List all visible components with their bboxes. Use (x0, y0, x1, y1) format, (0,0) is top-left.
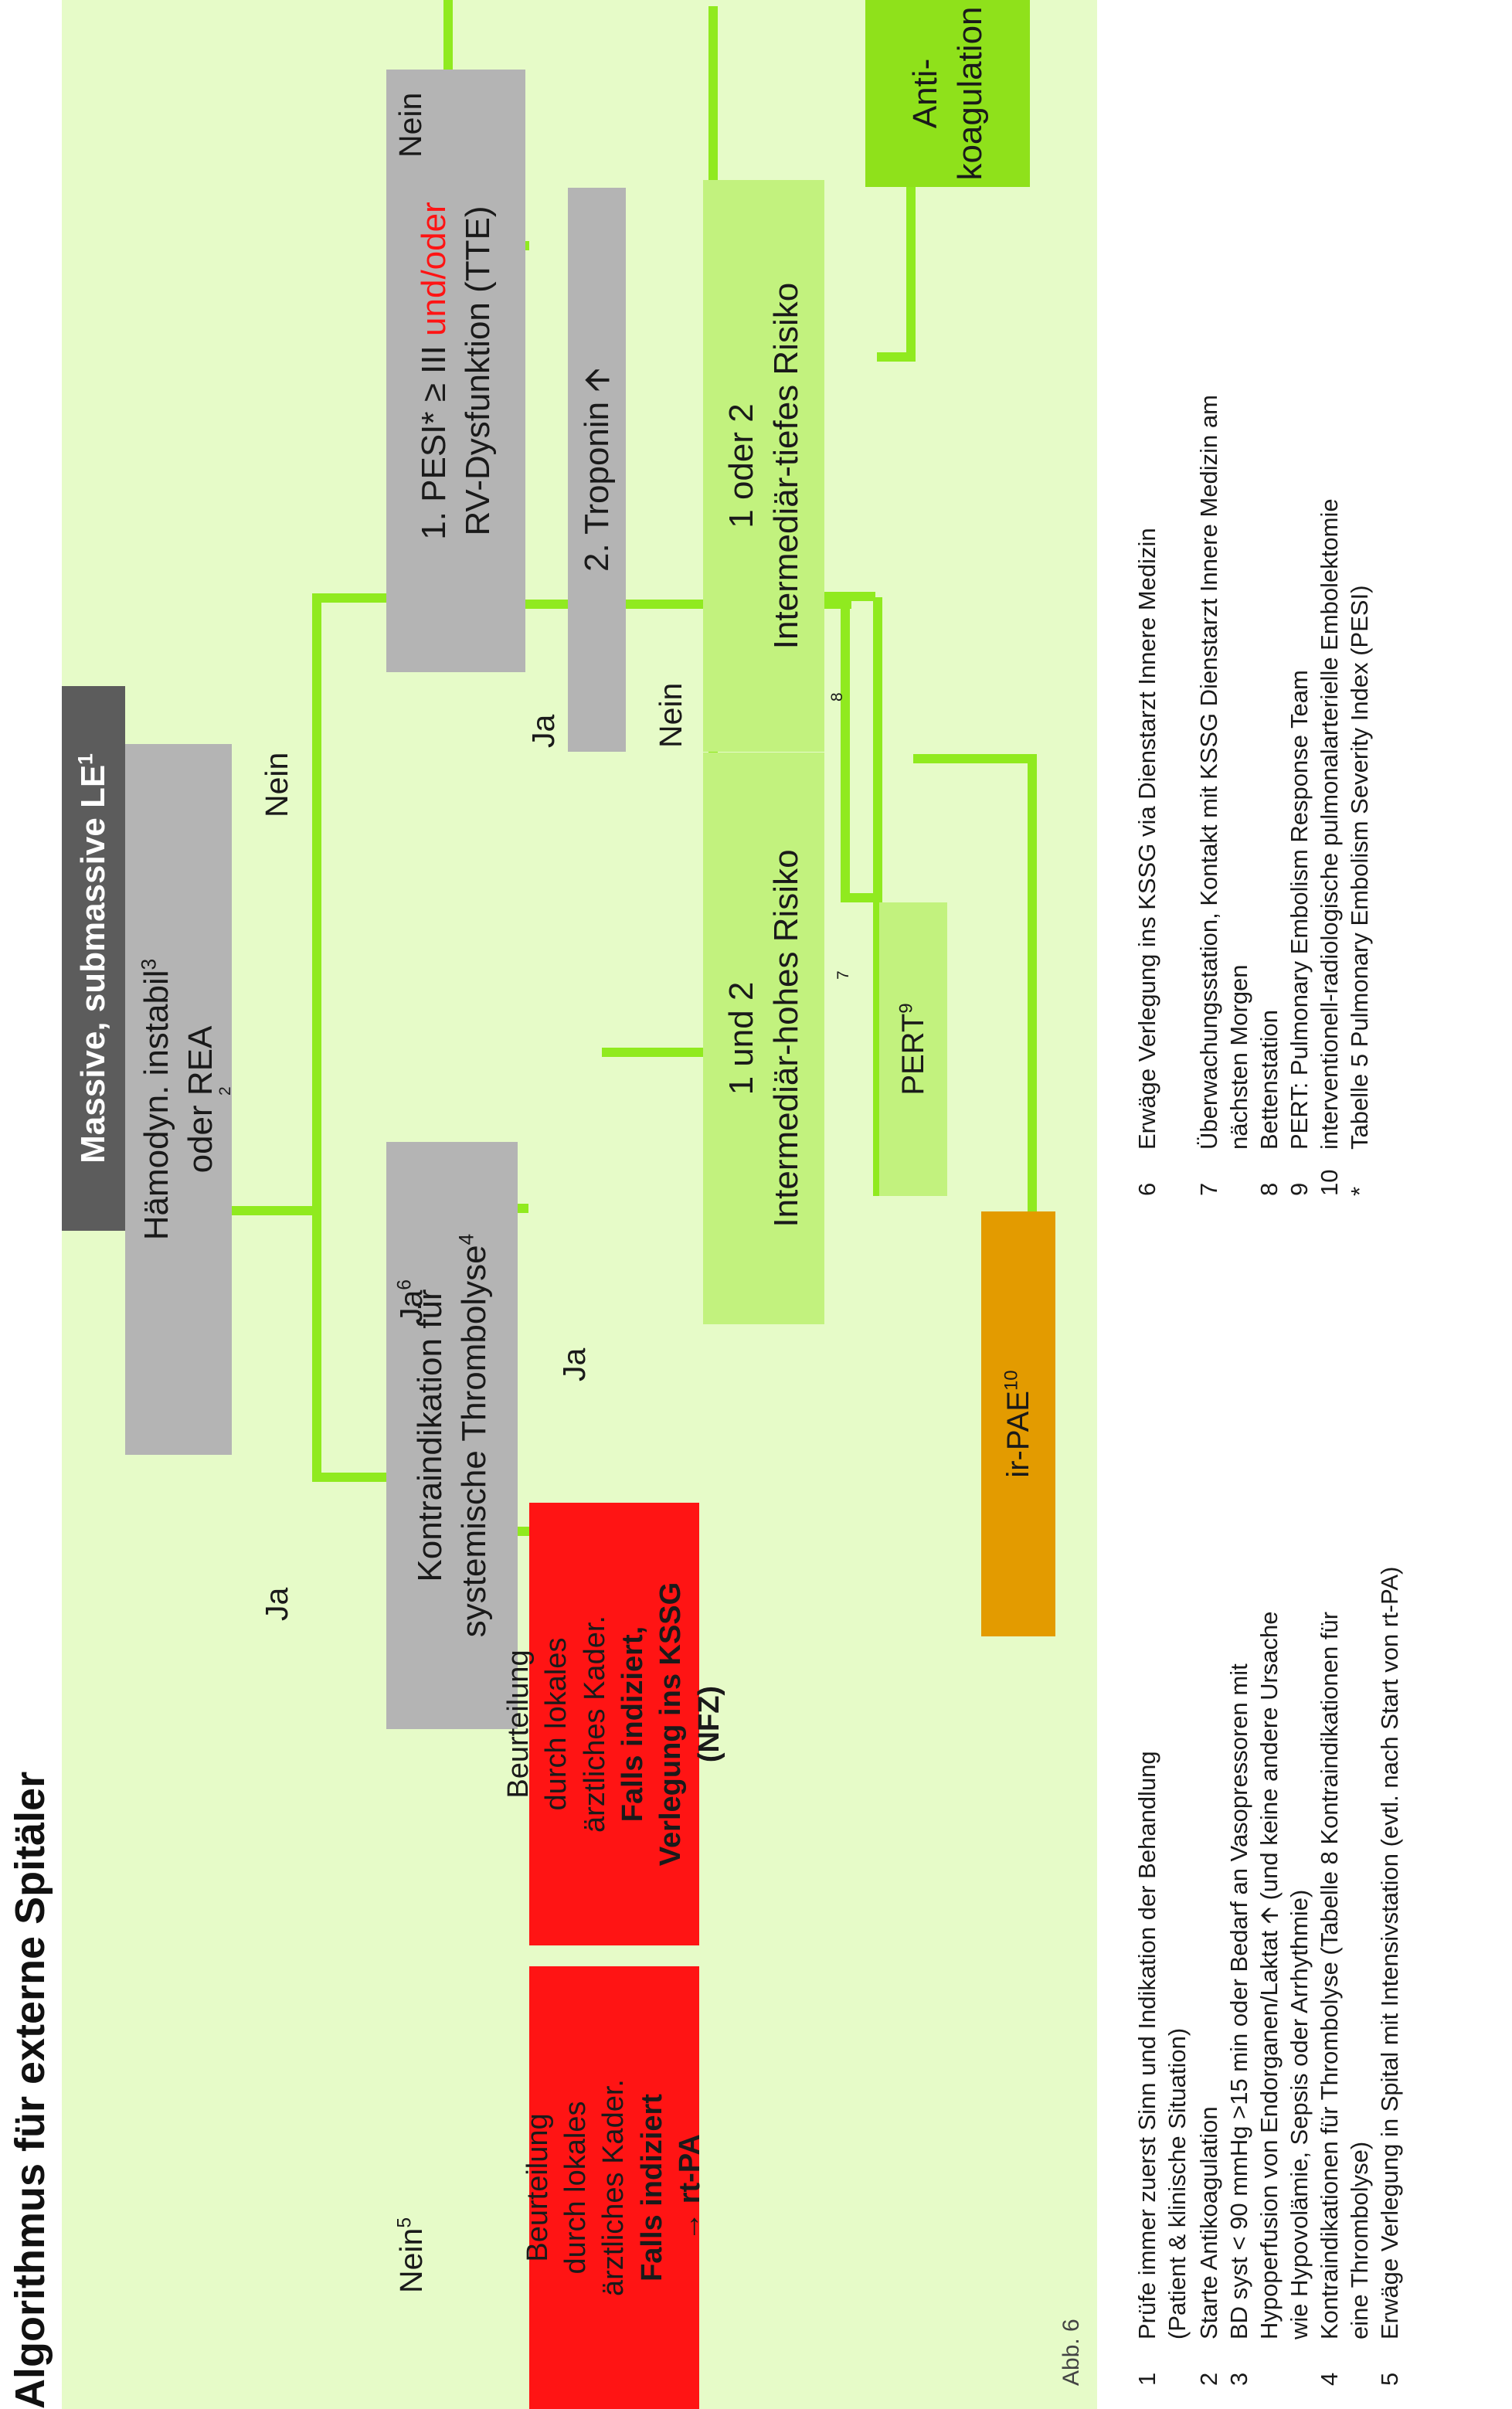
footnote-8: 8Bettenstation (1255, 1010, 1283, 1196)
pesi-rv-box: 1. PESI* ≥ III und/oder RV-Dysfunktion (… (386, 70, 525, 672)
label-nein-top: Nein (392, 92, 428, 158)
antikoagulation-box: Anti- koagulation (865, 0, 1030, 187)
connector-line (913, 754, 1037, 763)
connector-line (312, 593, 389, 603)
connector-line (626, 600, 703, 609)
pert-box: PERT9 (879, 902, 947, 1196)
footnote-4: 4Kontraindikationen für Thrombolyse (Tab… (1316, 1611, 1373, 2386)
note-2: 2 (216, 1086, 234, 1096)
arrow-up-icon: 🡩 (577, 368, 616, 392)
connector-line (602, 1048, 718, 1057)
note-7: 7 (834, 970, 852, 980)
connector-line (312, 593, 321, 1482)
connector-line (1028, 763, 1037, 1211)
footnote-6: 6Erwäge Verlegung ins KSSG via Dienstarz… (1133, 528, 1160, 1196)
intermediaer-tiefes-risiko-box: 1 oder 2 Intermediär-tiefes Risiko (703, 180, 824, 752)
footnote-10: 10interventionell-radiologische pulmonal… (1316, 498, 1343, 1196)
ir-pae-box: ir-PAE10 (981, 1211, 1055, 1636)
red-box-verlegung: Beurteilung durch lokales ärztliches Kad… (502, 1503, 725, 1945)
massive-le-box: Massive, submassive LE1 (62, 686, 125, 1231)
page-title: Algorithmus für externe Spitäler (7, 1771, 53, 2409)
footnote-star: *Tabelle 5 Pulmonary Embolism Severity I… (1346, 585, 1373, 1196)
label-ja-left: Ja (259, 1587, 294, 1621)
label-ja-troponin: Ja (556, 1347, 592, 1381)
troponin-box: 2. Troponin 🡩 (568, 188, 626, 752)
footnote-5: 5Erwäge Verlegung in Spital mit Intensiv… (1376, 1566, 1403, 2386)
label-ja-pesi: Ja (525, 714, 561, 748)
footnote-2: 2Starte Antikoagulation (1195, 2106, 1222, 2386)
intermediaer-hohes-risiko-box: 1 und 2 Intermediär-hohes Risiko (703, 753, 824, 1324)
footnote-1: 1Prüfe immer zuerst Sinn und Indikation … (1133, 1751, 1191, 2386)
label-nein-troponin: Nein (653, 682, 688, 748)
red-box-rt-pa: Beurteilung durch lokales ärztliches Kad… (522, 1966, 706, 2409)
label-ja6: Ja6 (393, 1279, 429, 1323)
connector-line (841, 600, 850, 902)
kontraindikation-box: Kontraindikation für systemische Thrombo… (386, 1142, 518, 1729)
connector-line (232, 1206, 317, 1215)
connector-line (312, 1473, 389, 1482)
figure-label: Abb. 6 (1058, 2319, 1084, 2386)
footnote-9: 9PERT: Pulmonary Embolism Response Team (1286, 670, 1313, 1196)
note-8: 8 (828, 692, 846, 702)
footnote-3: 3BD syst < 90 mmHg >15 min oder Bedarf a… (1225, 1611, 1313, 2386)
footnote-7: 7Überwachungsstation, Kontakt mit KSSG D… (1195, 395, 1252, 1196)
haemodyn-instabil-box: Hämodyn. instabil3 oder REA (125, 744, 232, 1455)
label-nein-mid: Nein (259, 752, 294, 817)
label-nein5: Nein5 (393, 2217, 429, 2293)
connector-line (824, 592, 875, 601)
